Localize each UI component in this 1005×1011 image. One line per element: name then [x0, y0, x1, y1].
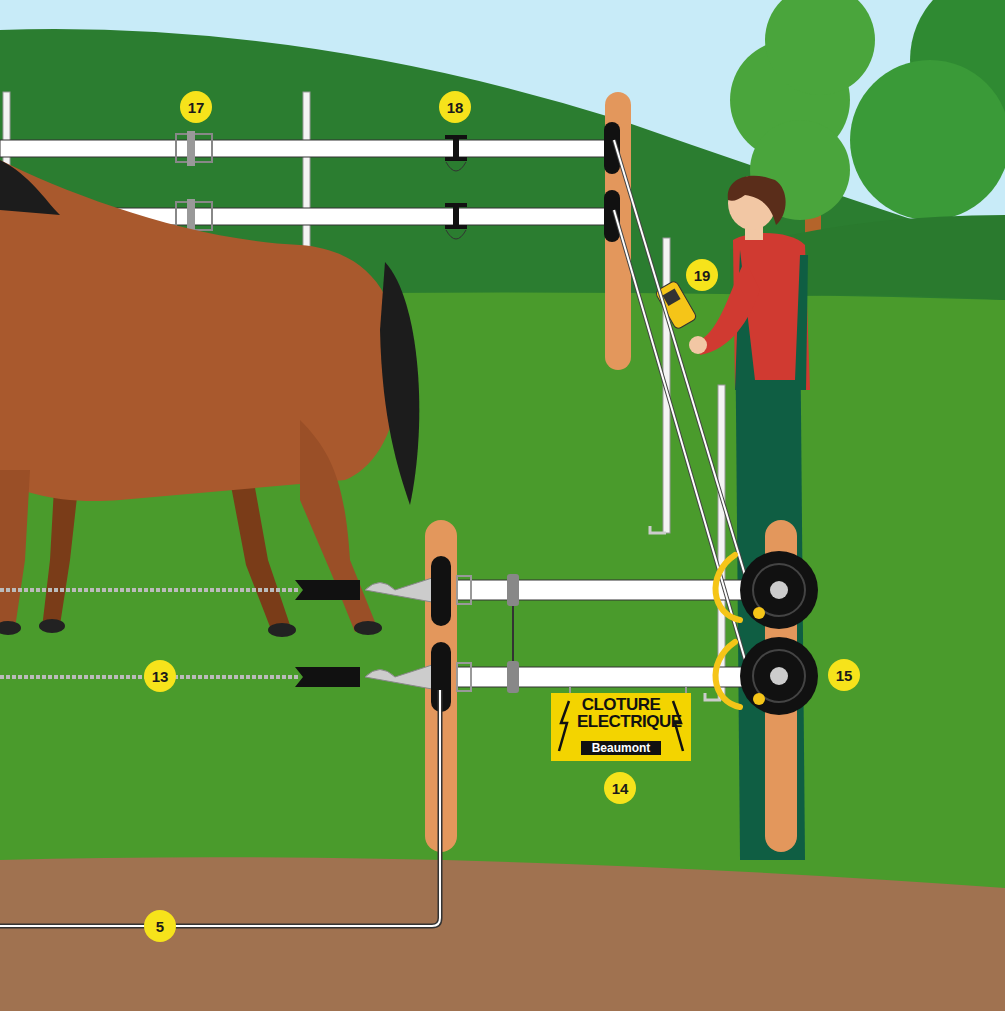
callout-number: 18 — [439, 91, 471, 123]
horse-tail — [380, 262, 419, 505]
callout-disc — [686, 259, 718, 291]
fence-tester — [655, 280, 698, 330]
lightning-bolt — [673, 701, 683, 751]
hand — [689, 336, 707, 354]
tape-lead — [614, 210, 748, 670]
callout-disc — [144, 910, 176, 942]
callout-disc — [439, 91, 471, 123]
horse — [0, 160, 419, 637]
horse-body — [0, 160, 400, 501]
tape-reel — [740, 637, 818, 715]
hoof — [354, 621, 382, 635]
horse-leg — [0, 470, 30, 630]
callout-disc — [144, 660, 176, 692]
brand-name: Beaumont — [581, 741, 661, 755]
callout-number: 5 — [144, 910, 176, 942]
plastic-post — [303, 92, 310, 252]
tape-connector — [445, 135, 467, 239]
reel-knob — [753, 693, 765, 705]
sign-heading: CLOTURE ELECTRIQUE — [577, 696, 665, 730]
callout-number: 13 — [144, 660, 176, 692]
fence-tape — [457, 667, 767, 687]
tree-crown — [765, 0, 875, 95]
hill — [0, 29, 1005, 1011]
insulator-handle — [295, 667, 360, 687]
tape-joint — [176, 131, 212, 234]
tape-connector — [445, 157, 467, 161]
tape-clamp — [507, 661, 519, 693]
fence-tester — [655, 280, 698, 330]
callout-disc — [828, 659, 860, 691]
ground-cable — [0, 690, 440, 926]
tape-connector — [446, 162, 466, 171]
tape-joint — [187, 131, 195, 166]
fence-rope — [0, 588, 300, 592]
fence-tape — [457, 580, 767, 600]
reel-handle — [716, 555, 740, 620]
fence-tape — [0, 140, 612, 157]
wooden-post — [605, 92, 631, 370]
lower-fence — [0, 140, 818, 926]
callout-number: 19 — [686, 259, 718, 291]
tape-lead — [614, 140, 748, 585]
hair — [728, 176, 786, 225]
warning-sign: CLOTURE ELECTRIQUE Beaumont — [551, 693, 691, 761]
hoof — [39, 619, 65, 633]
tensioner — [365, 578, 432, 602]
tape-clamp — [507, 574, 519, 606]
callout-number: 17 — [180, 91, 212, 123]
callout-number: 14 — [604, 772, 636, 804]
tape-reel — [740, 551, 818, 629]
insulator-handle — [295, 580, 360, 600]
reel-hub — [770, 581, 788, 599]
tensioner — [365, 665, 432, 689]
insulator — [431, 556, 451, 626]
tape-buckle — [457, 576, 471, 604]
tape-lead — [614, 140, 748, 585]
tape-connector — [446, 230, 466, 239]
hoof — [0, 621, 21, 635]
hoof — [268, 623, 296, 637]
reel-hub — [770, 667, 788, 685]
post-foot — [650, 526, 666, 533]
callout-disc — [180, 91, 212, 123]
tape-connector — [445, 225, 467, 229]
reel-handle — [716, 642, 740, 707]
ground — [0, 857, 1005, 1011]
callout-discs — [144, 91, 860, 942]
horse-mane — [0, 160, 60, 215]
tree-crown — [850, 60, 1005, 220]
tape-buckle — [457, 663, 471, 691]
horse-leg — [300, 420, 375, 632]
callout-number: 15 — [828, 659, 860, 691]
reel-knob — [753, 607, 765, 619]
lightning-bolt — [559, 701, 569, 751]
tape-lead — [614, 210, 748, 670]
ground-cable — [0, 690, 440, 926]
callout-disc — [604, 772, 636, 804]
